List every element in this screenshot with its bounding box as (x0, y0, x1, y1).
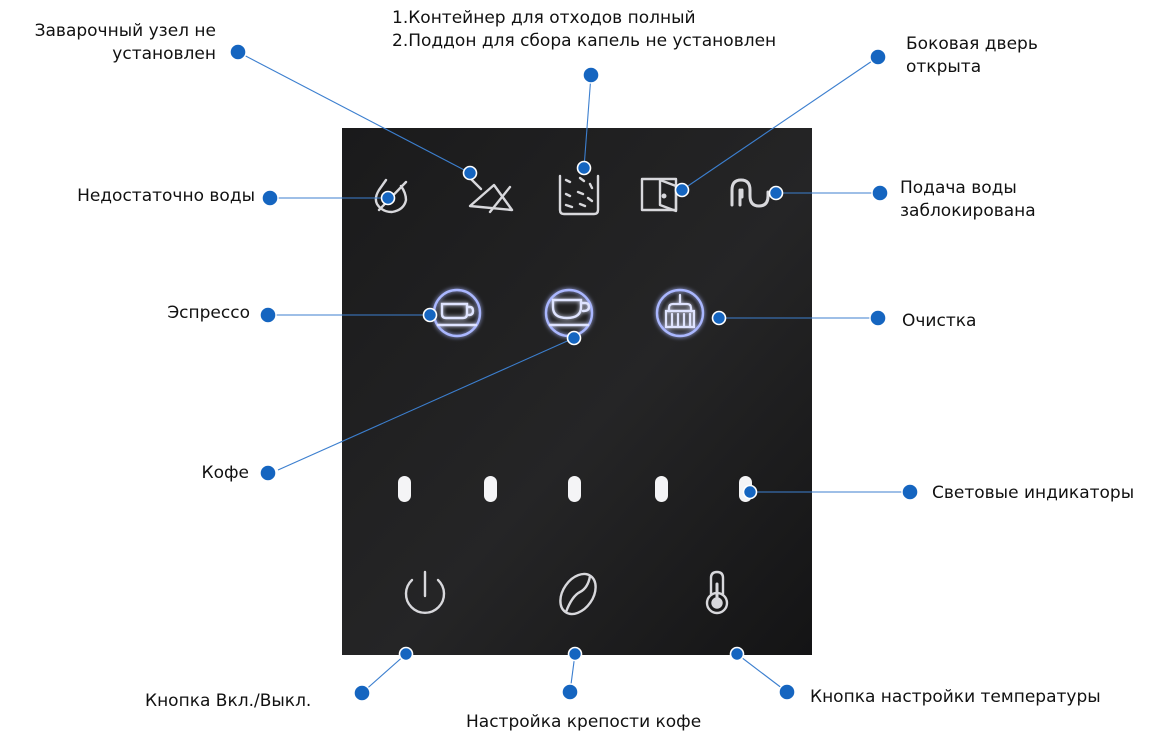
open-door-icon (640, 177, 678, 213)
callout-dot (901, 483, 919, 501)
anchor-dot (462, 165, 478, 181)
side-door-label-line1: Боковая дверь (906, 34, 1038, 54)
temperature-button[interactable] (705, 570, 729, 615)
cleaning-label: Очистка (902, 311, 977, 331)
strength-label: Настройка крепости кофе (466, 712, 702, 732)
anchor-dots (380, 160, 784, 662)
water-blocked-label-line2: заблокирована (900, 201, 1036, 221)
anchor-dot (398, 646, 414, 662)
power-button[interactable] (404, 570, 446, 614)
strength-button[interactable] (553, 567, 603, 620)
coffee-bean-icon (559, 572, 597, 616)
thermometer-icon (705, 570, 729, 615)
pipe-icon (730, 178, 770, 208)
anchor-dot (422, 307, 438, 323)
anchor-dot (729, 646, 745, 662)
indicators-label: Световые индикаторы (932, 483, 1135, 503)
callout-dot (261, 189, 279, 207)
callout-dot (353, 684, 371, 702)
callout-dot (778, 683, 796, 701)
indicator-light (568, 476, 581, 502)
callout-dot (259, 464, 277, 482)
indicator-light (655, 476, 668, 502)
anchor-dot (576, 160, 592, 176)
waste-container-label-line1: 1.Контейнер для отходов полный (392, 8, 696, 28)
anchor-dot (567, 646, 583, 662)
callout-dot (561, 683, 579, 701)
anchor-dot (380, 190, 396, 206)
anchor-dot (711, 310, 727, 326)
leader-lines (237, 51, 910, 694)
side-door-label-line2: открыта (906, 57, 982, 77)
callout-dot (229, 43, 247, 61)
waste-container-icon (558, 174, 600, 216)
power-label: Кнопка Вкл./Выкл. (145, 691, 312, 711)
water-blocked-label-line1: Подача воды (900, 178, 1017, 198)
low-water-label: Недостаточно воды (77, 186, 255, 206)
espresso-cup-icon (436, 302, 478, 327)
anchor-dot (566, 330, 582, 346)
anchor-dot (768, 185, 784, 201)
brew-unit-label: Заварочный узел не установлен (0, 20, 216, 66)
water-blocked-label: Подача воды заблокирована (900, 177, 1036, 223)
brew-unit-label-line1: Заварочный узел не (34, 21, 216, 41)
side-door-label: Боковая дверь открыта (906, 33, 1038, 79)
drip-tray-label-line2: 2.Поддон для сбора капель не установлен (392, 31, 777, 51)
machine-panel (342, 128, 812, 655)
coffee-cup-icon (548, 298, 591, 327)
brew-unit-label-line2: установлен (112, 44, 216, 64)
espresso-label: Эспрессо (167, 303, 250, 323)
callout-dots (229, 43, 919, 702)
coffee-label: Кофе (201, 463, 249, 483)
callout-dot (869, 309, 887, 327)
waste-container-label: 1.Контейнер для отходов полный 2.Поддон … (392, 7, 776, 53)
callout-dot (869, 48, 887, 66)
brush-icon (664, 293, 696, 329)
cleaning-button[interactable] (655, 288, 705, 338)
indicator-light (484, 476, 497, 502)
callout-dot (582, 66, 600, 84)
anchor-dot (742, 484, 758, 500)
temperature-label: Кнопка настройки температуры (810, 687, 1101, 707)
anchor-dot (674, 182, 690, 198)
callout-dot (871, 184, 889, 202)
power-icon (404, 570, 446, 614)
indicator-light (398, 476, 411, 502)
callout-dot (259, 306, 277, 324)
